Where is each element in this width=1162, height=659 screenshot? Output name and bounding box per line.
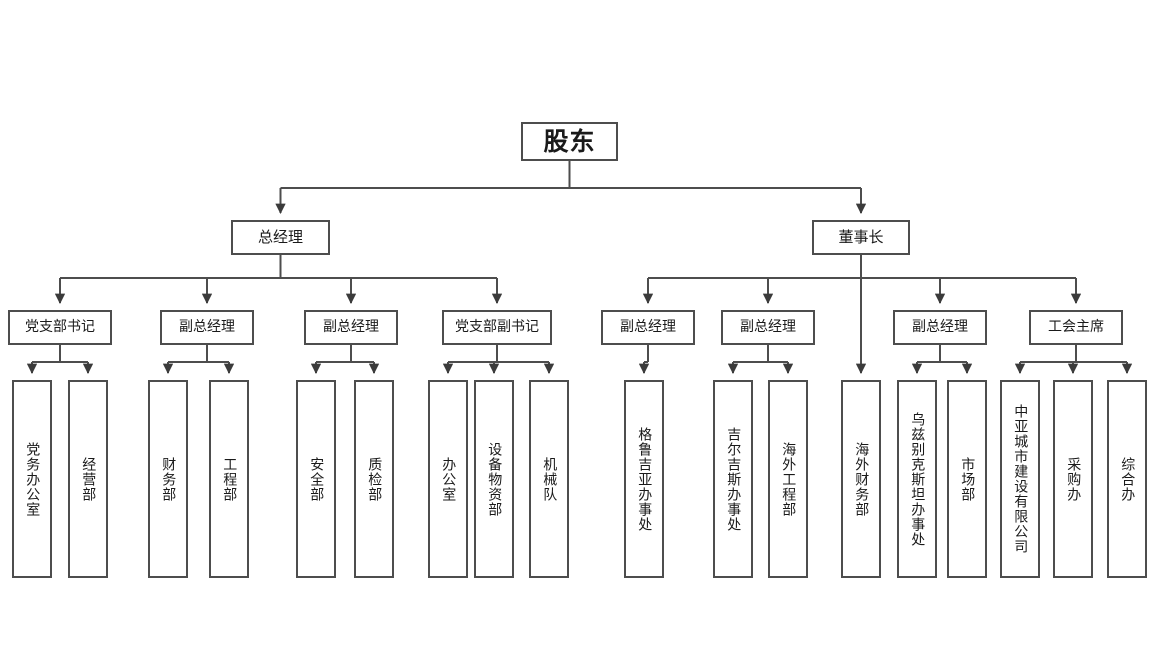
node-leaf-13[interactable]: 乌兹别克斯坦办事处: [897, 380, 937, 578]
node-leaf-2-label: 财务部: [160, 456, 177, 502]
node-leaf-15-label: 中亚城市建设有限公司: [1012, 404, 1029, 554]
node-level3-3-label: 党支部副书记: [455, 318, 539, 335]
node-leaf-10-label: 吉尔吉斯办事处: [725, 426, 742, 532]
node-level3-7[interactable]: 工会主席: [1029, 310, 1123, 345]
node-leaf-5[interactable]: 质检部: [354, 380, 394, 578]
node-leaf-6[interactable]: 办公室: [428, 380, 468, 578]
node-leaf-0[interactable]: 党务办公室: [12, 380, 52, 578]
node-leaf-14[interactable]: 市场部: [947, 380, 987, 578]
node-leaf-15[interactable]: 中亚城市建设有限公司: [1000, 380, 1040, 578]
node-level3-6-label: 副总经理: [912, 318, 968, 335]
node-level3-5[interactable]: 副总经理: [721, 310, 815, 345]
node-level2-0-label: 总经理: [257, 228, 303, 247]
node-leaf-17-label: 综合办: [1119, 456, 1136, 502]
node-level3-4-label: 副总经理: [620, 318, 676, 335]
node-leaf-8[interactable]: 机械队: [529, 380, 569, 578]
node-level2-0[interactable]: 总经理: [231, 220, 330, 255]
node-leaf-11[interactable]: 海外工程部: [768, 380, 808, 578]
node-leaf-16-label: 采购办: [1065, 456, 1082, 502]
node-leaf-4-label: 安全部: [308, 456, 325, 502]
node-leaf-9-label: 格鲁吉亚办事处: [636, 426, 653, 532]
node-root-label: 股东: [543, 126, 596, 156]
node-level3-0[interactable]: 党支部书记: [8, 310, 112, 345]
node-leaf-8-label: 机械队: [541, 456, 558, 502]
node-leaf-9[interactable]: 格鲁吉亚办事处: [624, 380, 664, 578]
node-level3-2-label: 副总经理: [323, 318, 379, 335]
node-level3-3[interactable]: 党支部副书记: [442, 310, 552, 345]
node-leaf-7[interactable]: 设备物资部: [474, 380, 514, 578]
node-level3-6[interactable]: 副总经理: [893, 310, 987, 345]
node-level2-1[interactable]: 董事长: [812, 220, 910, 255]
node-level3-1-label: 副总经理: [179, 318, 235, 335]
node-leaf-12-label: 海外财务部: [853, 441, 870, 517]
node-leaf-6-label: 办公室: [440, 456, 457, 502]
node-leaf-5-label: 质检部: [366, 456, 383, 502]
node-leaf-17[interactable]: 综合办: [1107, 380, 1147, 578]
node-leaf-3-label: 工程部: [221, 456, 238, 502]
node-leaf-7-label: 设备物资部: [486, 441, 503, 517]
node-leaf-1-label: 经营部: [80, 456, 97, 502]
node-level3-7-label: 工会主席: [1048, 318, 1104, 335]
node-leaf-12[interactable]: 海外财务部: [841, 380, 881, 578]
node-leaf-10[interactable]: 吉尔吉斯办事处: [713, 380, 753, 578]
node-leaf-16[interactable]: 采购办: [1053, 380, 1093, 578]
node-level3-0-label: 党支部书记: [25, 318, 95, 335]
node-leaf-4[interactable]: 安全部: [296, 380, 336, 578]
node-level3-4[interactable]: 副总经理: [601, 310, 695, 345]
node-root[interactable]: 股东: [521, 122, 618, 161]
node-leaf-14-label: 市场部: [959, 456, 976, 502]
node-leaf-2[interactable]: 财务部: [148, 380, 188, 578]
node-leaf-13-label: 乌兹别克斯坦办事处: [909, 411, 926, 547]
node-leaf-0-label: 党务办公室: [24, 441, 41, 517]
node-level3-5-label: 副总经理: [740, 318, 796, 335]
node-level2-1-label: 董事长: [838, 228, 884, 247]
node-leaf-1[interactable]: 经营部: [68, 380, 108, 578]
node-level3-1[interactable]: 副总经理: [160, 310, 254, 345]
node-leaf-3[interactable]: 工程部: [209, 380, 249, 578]
node-leaf-11-label: 海外工程部: [780, 441, 797, 517]
node-level3-2[interactable]: 副总经理: [304, 310, 398, 345]
